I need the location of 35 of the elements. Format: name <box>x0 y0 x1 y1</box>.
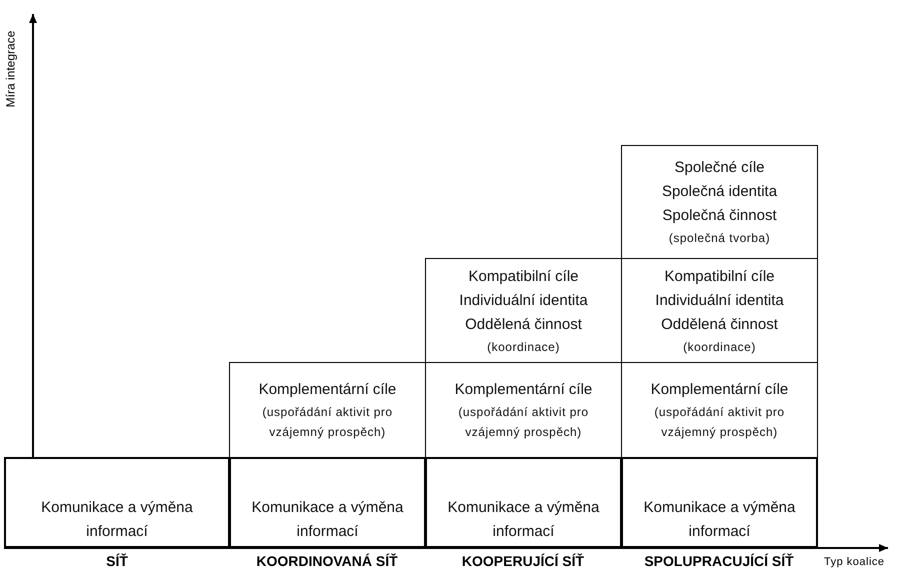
cell-text: Oddělená činnost <box>465 314 582 334</box>
note-text: (uspořádání aktivit pro vzájemný prospěch) <box>261 404 394 441</box>
table-cell <box>229 362 426 458</box>
note-text: (uspořádání aktivit pro vzájemný prospěch) <box>457 404 590 441</box>
cell-text: Společná činnost <box>662 206 777 226</box>
table-cell <box>621 145 818 259</box>
column-label: SÍŤ <box>105 553 129 569</box>
cell-text: Komplementární cíle <box>258 380 396 400</box>
cell-text: Komunikace a výměna informací <box>446 498 600 542</box>
cell-text: Komunikace a výměna informací <box>40 498 194 542</box>
cell-text: Oddělená činnost <box>661 314 778 334</box>
column-label: KOOPERUJÍCÍ SÍŤ <box>460 553 586 569</box>
note-text: (koordinace) <box>683 338 756 356</box>
column-label: SPOLUPRACUJÍCÍ SÍŤ <box>643 553 795 569</box>
cell-text: Komplementární cíle <box>650 380 788 400</box>
cell-text: Individuální identita <box>655 290 784 310</box>
cell-text: Kompatibilní cíle <box>664 266 775 286</box>
cell-text: Komunikace a výměna informací <box>642 498 796 542</box>
note-text: (uspořádání aktivit pro vzájemný prospěch) <box>653 404 786 441</box>
table-cell <box>425 258 622 363</box>
cell-text: Společná identita <box>662 182 778 202</box>
note-text: (koordinace) <box>487 338 560 356</box>
column-label: KOORDINOVANÁ SÍŤ <box>255 553 399 569</box>
note-text: (společná tvorba) <box>668 230 770 247</box>
cell-text: Komunikace a výměna informací <box>250 498 404 542</box>
cell-text: Komplementární cíle <box>454 380 592 400</box>
cell-text: Kompatibilní cíle <box>468 266 579 286</box>
cell-text: Společné cíle <box>674 158 765 178</box>
table-cell <box>229 457 426 548</box>
table-cell <box>4 457 230 548</box>
table-cell <box>425 457 622 548</box>
axis-title: Typ koalice <box>824 556 885 568</box>
table-cell <box>621 457 818 548</box>
axis-title: Míra integrace <box>3 30 18 108</box>
cell-text: Individuální identita <box>459 290 588 310</box>
